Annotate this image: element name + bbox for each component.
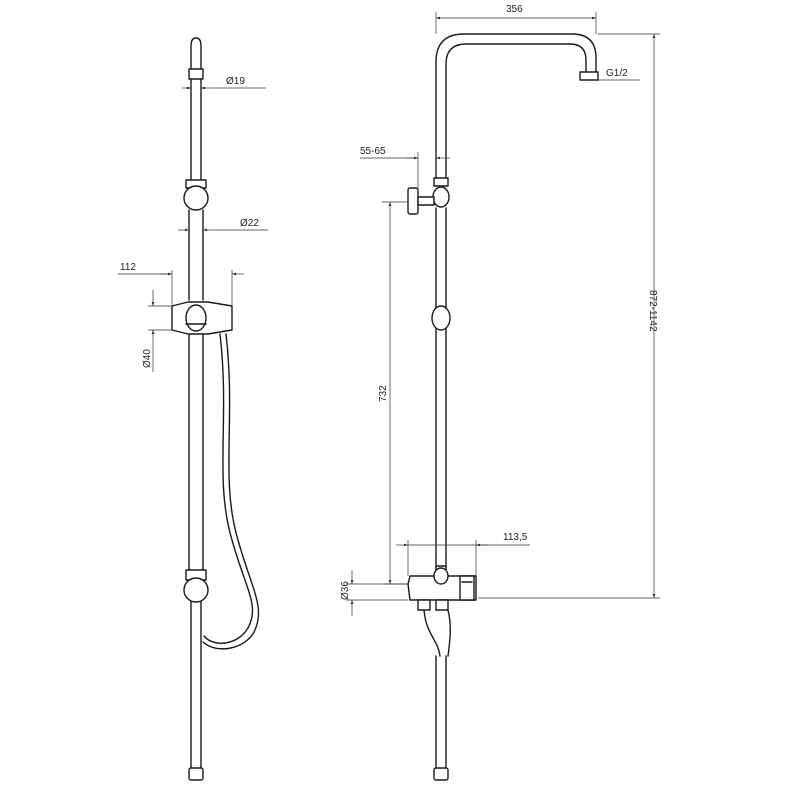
label-overhead-reach: 356	[506, 4, 523, 15]
label-mixer-diameter: Ø36	[340, 581, 351, 600]
lower-bracket-knob	[183, 577, 209, 603]
rail-bottom-cap	[188, 767, 204, 781]
hand-shower-side-view: Ø19 Ø22 112 Ø40	[118, 37, 268, 781]
holder-knob	[185, 304, 207, 332]
label-thread: G1/2	[606, 68, 628, 79]
shower-hose-outer	[203, 333, 254, 644]
label-top-diameter: Ø19	[226, 76, 245, 87]
mixer-valve-knob	[433, 567, 449, 585]
label-lower-diameter: Ø22	[240, 218, 259, 229]
rail-lower-tube	[188, 333, 204, 571]
column-middle-knob	[431, 305, 451, 331]
wall-bracket-plate	[407, 187, 419, 215]
overhead-arm-outer	[435, 33, 597, 181]
label-total-height: 872-1142	[647, 290, 658, 332]
label-mixer-depth: 113,5	[503, 532, 528, 543]
upper-bracket-knob	[183, 185, 209, 211]
mixer-handle	[459, 575, 475, 601]
label-wall-bracket-distance: 55-65	[360, 146, 386, 157]
lower-hose	[423, 609, 451, 657]
rail-upper-tube	[190, 78, 202, 183]
inlet-connector-right	[435, 599, 449, 611]
inlet-connector-left	[417, 599, 431, 611]
overhead-arm-inner	[445, 43, 587, 181]
shower-hose-inner	[202, 333, 260, 650]
shower-column-front-view: 356 G1/2 55-65 732 872-1142 113,5	[340, 4, 660, 781]
rail-middle-tube	[188, 209, 204, 301]
rail-bottom-tube	[190, 601, 202, 771]
column-tube	[435, 207, 447, 569]
upper-coupling	[432, 186, 450, 208]
bottom-tube	[435, 655, 447, 771]
shower-head-connector	[579, 71, 599, 81]
wall-bracket-arm	[417, 196, 435, 206]
label-holder-offset: 112	[120, 262, 136, 273]
rail-upper-joint	[188, 68, 204, 80]
label-holder-diameter: Ø40	[142, 349, 153, 368]
label-bracket-to-mixer: 732	[378, 385, 389, 402]
bottom-cap	[433, 767, 449, 781]
rail-top-cap	[190, 37, 202, 71]
upper-telescopic-collar	[433, 177, 449, 187]
